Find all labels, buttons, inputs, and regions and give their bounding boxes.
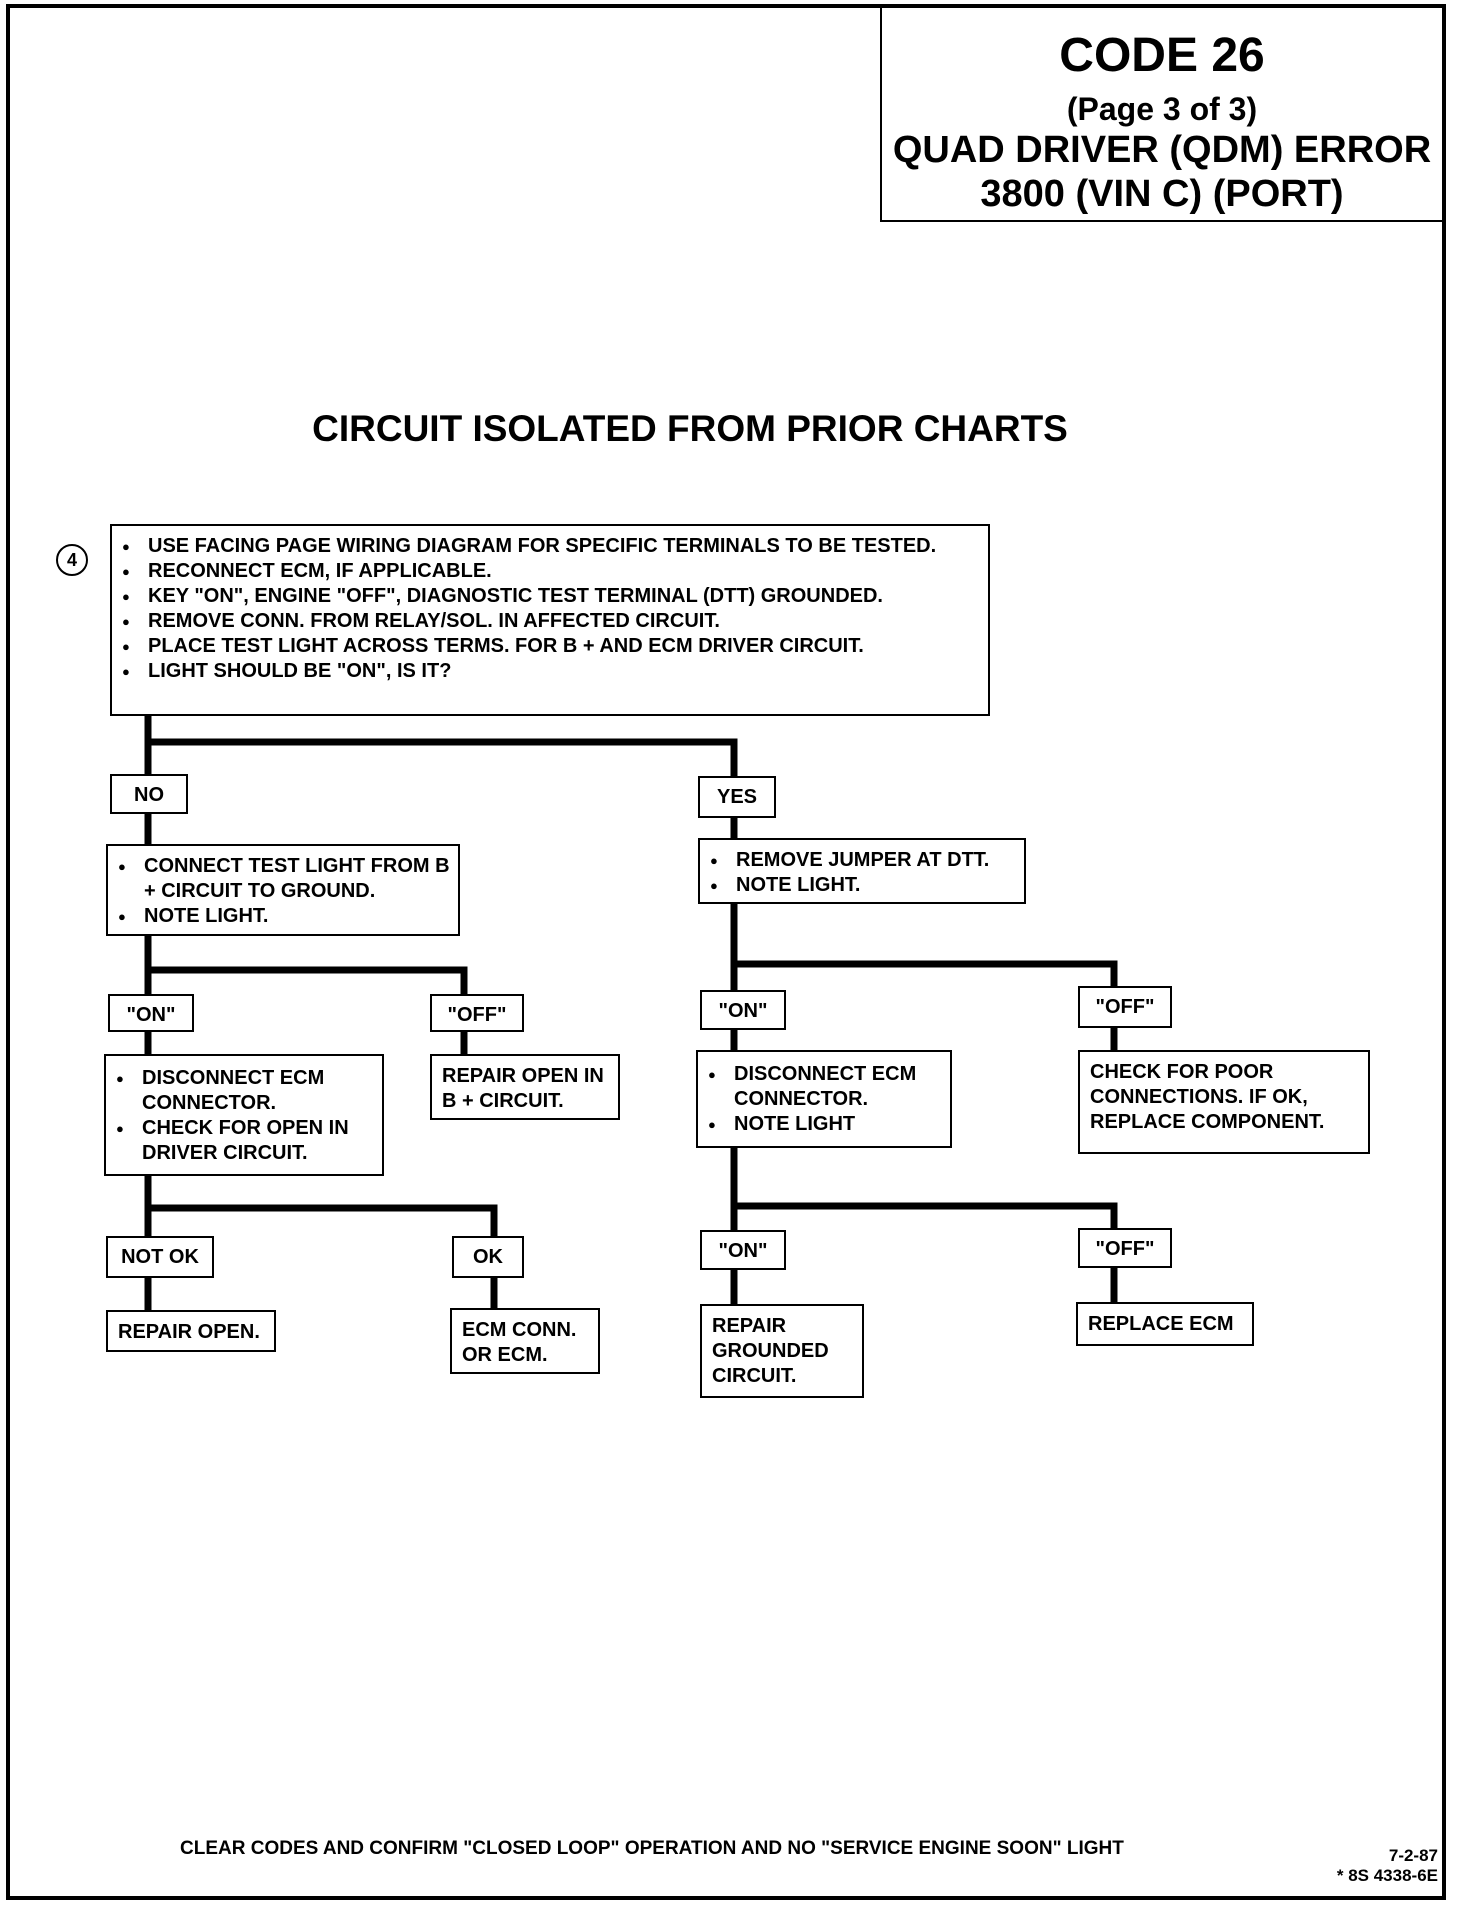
action-item: CONNECT TEST LIGHT FROM B + CIRCUIT TO G… — [108, 854, 458, 904]
action-item: NOTE LIGHT — [698, 1112, 950, 1137]
code-number: CODE 26 — [1059, 29, 1265, 82]
not-ok-action-box: REPAIR OPEN. — [106, 1310, 276, 1352]
page-frame — [6, 4, 1446, 1900]
yes-action-box: REMOVE JUMPER AT DTT. NOTE LIGHT. — [698, 838, 1026, 904]
step-number-circle: 4 — [56, 544, 88, 576]
instruction-item: PLACE TEST LIGHT ACROSS TERMS. FOR B + A… — [112, 634, 988, 659]
date-text: 7-2-87 — [1388, 1846, 1438, 1865]
right-off-action-box: CHECK FOR POOR CONNECTIONS. IF OK, REPLA… — [1078, 1050, 1370, 1154]
right-off2-action-box: REPLACE ECM — [1076, 1302, 1254, 1346]
instruction-item: LIGHT SHOULD BE "ON", IS IT? — [112, 659, 988, 684]
right-on-action-box: DISCONNECT ECM CONNECTOR. NOTE LIGHT — [696, 1050, 952, 1148]
label-right-on: "ON" — [700, 990, 786, 1030]
label-no: NO — [110, 774, 188, 814]
action-item: NOTE LIGHT. — [700, 873, 1024, 898]
footer-instruction: CLEAR CODES AND CONFIRM "CLOSED LOOP" OP… — [180, 1838, 1124, 1859]
document-number: * 8S 4338-6E — [1336, 1866, 1438, 1885]
label-right-on-2: "ON" — [700, 1230, 786, 1270]
instruction-item: REMOVE CONN. FROM RELAY/SOL. IN AFFECTED… — [112, 609, 988, 634]
connector-right-bottom — [730, 1142, 1118, 1238]
label-yes: YES — [698, 776, 776, 818]
action-item: DISCONNECT ECM CONNECTOR. — [106, 1066, 382, 1116]
action-item: NOTE LIGHT. — [108, 904, 458, 929]
right-on2-action-box: REPAIR GROUNDED CIRCUIT. — [700, 1304, 864, 1398]
left-off-action-box: REPAIR OPEN IN B + CIRCUIT. — [430, 1054, 620, 1120]
ok-action-box: ECM CONN. OR ECM. — [450, 1308, 600, 1374]
connector-left-mid — [144, 930, 468, 1002]
chart-heading: CIRCUIT ISOLATED FROM PRIOR CHARTS — [312, 408, 1068, 449]
page-indicator: (Page 3 of 3) — [1066, 91, 1258, 127]
action-item: DISCONNECT ECM CONNECTOR. — [698, 1062, 950, 1112]
connector-top — [144, 714, 738, 780]
title-box: CODE 26 (Page 3 of 3) QUAD DRIVER (QDM) … — [880, 4, 1444, 222]
no-action-box: CONNECT TEST LIGHT FROM B + CIRCUIT TO G… — [106, 844, 460, 936]
label-not-ok: NOT OK — [106, 1236, 214, 1278]
label-right-off-2: "OFF" — [1078, 1228, 1172, 1268]
label-ok: OK — [452, 1236, 524, 1278]
action-item: CHECK FOR OPEN IN DRIVER CIRCUIT. — [106, 1116, 382, 1166]
top-instruction-box: USE FACING PAGE WIRING DIAGRAM FOR SPECI… — [110, 524, 990, 716]
instruction-item: RECONNECT ECM, IF APPLICABLE. — [112, 559, 988, 584]
connector-right-mid — [730, 898, 1118, 1000]
label-left-on: "ON" — [108, 994, 194, 1032]
label-right-off: "OFF" — [1078, 986, 1172, 1028]
document-date: 7-2-87 * 8S 4338-6E — [1337, 1846, 1438, 1886]
label-left-off: "OFF" — [430, 994, 524, 1032]
title-line-2: 3800 (VIN C) (PORT) — [980, 173, 1344, 215]
action-item: REMOVE JUMPER AT DTT. — [700, 848, 1024, 873]
left-on-action-box: DISCONNECT ECM CONNECTOR. CHECK FOR OPEN… — [104, 1054, 384, 1176]
instruction-item: KEY "ON", ENGINE "OFF", DIAGNOSTIC TEST … — [112, 584, 988, 609]
instruction-item: USE FACING PAGE WIRING DIAGRAM FOR SPECI… — [112, 534, 988, 559]
connector-left-bottom — [144, 1170, 498, 1240]
title-line-1: QUAD DRIVER (QDM) ERROR — [892, 129, 1432, 171]
